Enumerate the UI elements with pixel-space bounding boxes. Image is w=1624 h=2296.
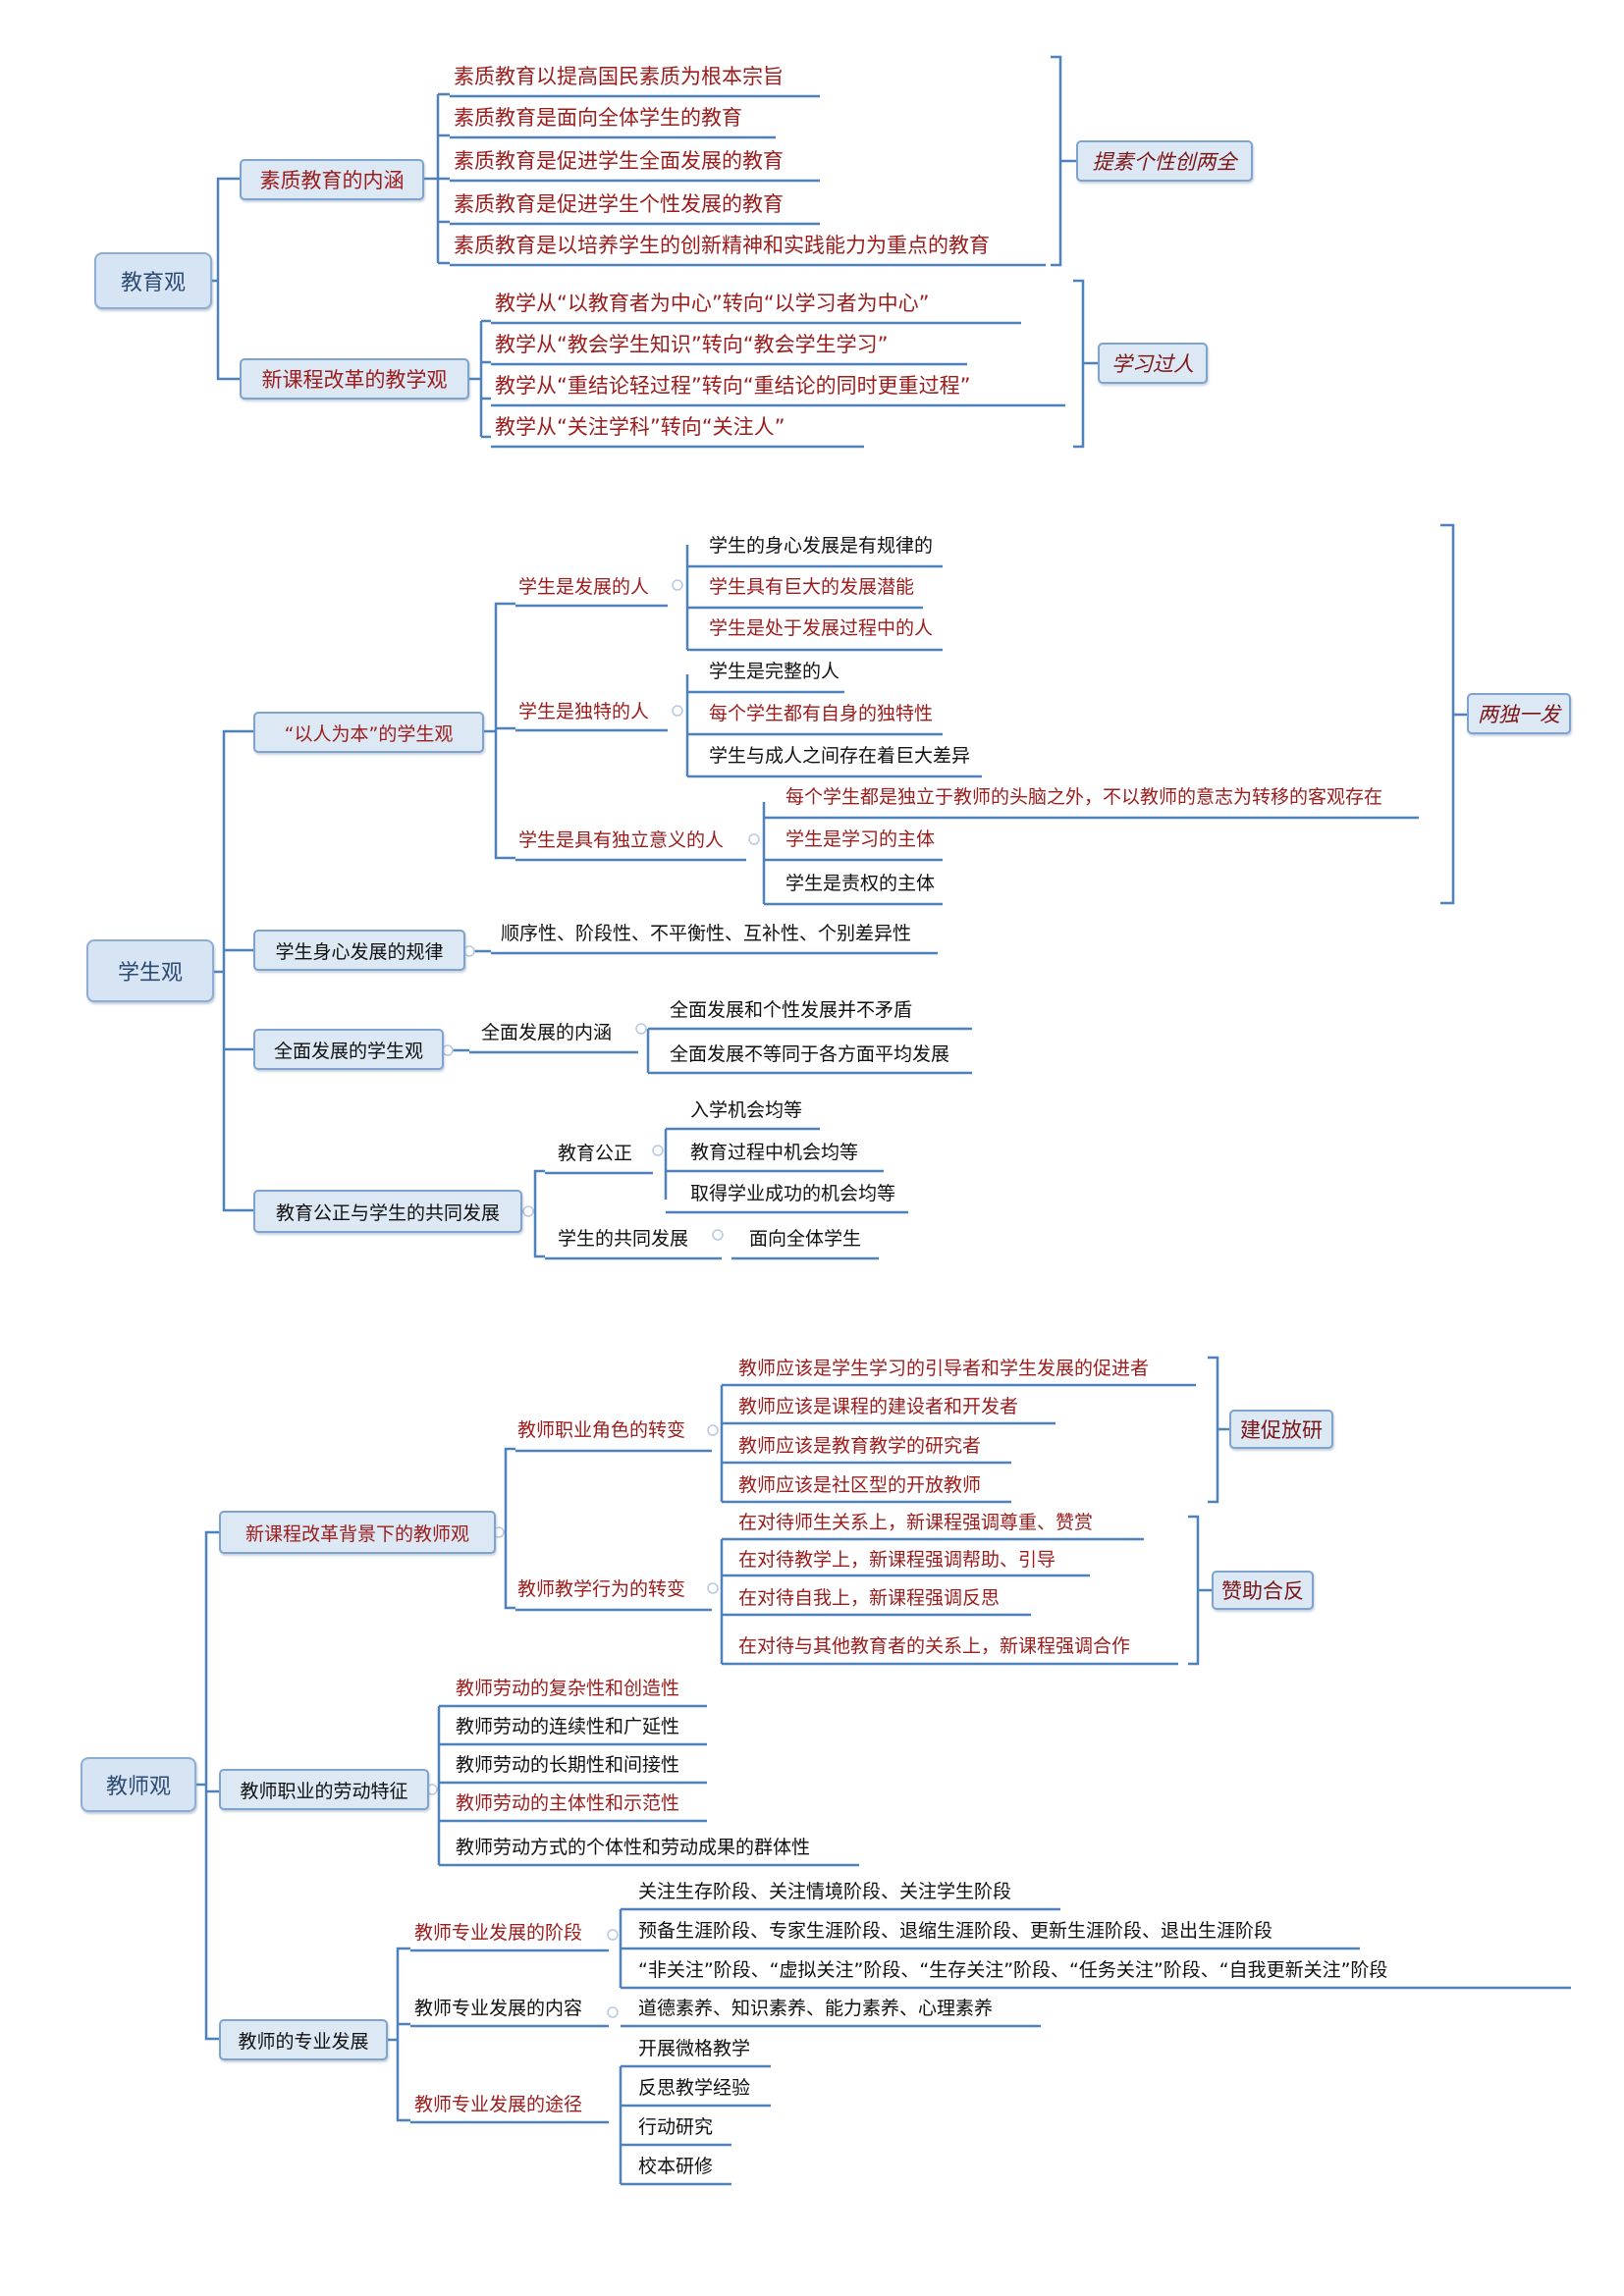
summary-tag-behavior[interactable]: 赞助合反 [1212, 1571, 1314, 1610]
leaf-stage-2: 预备生涯阶段、专家生涯阶段、退缩生涯阶段、更新生涯阶段、退出生涯阶段 [638, 1920, 1273, 1942]
sub-education-equity: 教育公正 [558, 1143, 633, 1164]
leaf-unique-3: 学生与成人之间存在着巨大差异 [709, 745, 971, 767]
leaf-unique-1: 学生是完整的人 [709, 661, 840, 682]
root-node-teacher-view[interactable]: 教师观 [81, 1757, 196, 1812]
leaf-all-round-2: 全面发展不等同于各方面平均发展 [670, 1043, 950, 1065]
leaf-teaching-1: 教学从“以教育者为中心”转向“以学习者为中心” [495, 292, 930, 315]
branch-equity-development[interactable]: 教育公正与学生的共同发展 [253, 1190, 522, 1233]
branch-new-curriculum-teacher[interactable]: 新课程改革背景下的教师观 [219, 1511, 496, 1554]
leaf-behavior-4: 在对待与其他教育者的关系上，新课程强调合作 [738, 1635, 1131, 1657]
branch-all-round-student[interactable]: 全面发展的学生观 [253, 1029, 444, 1070]
root-node-education-view[interactable]: 教育观 [94, 252, 212, 309]
summary-tag-role[interactable]: 建促放研 [1229, 1410, 1333, 1449]
group-unique-student: 学生是独特的人 [518, 701, 650, 722]
leaf-teaching-3: 教学从“重结论轻过程”转向“重结论的同时更重过程” [495, 374, 971, 398]
leaf-stage-1: 关注生存阶段、关注情境阶段、关注学生阶段 [638, 1881, 1012, 1902]
sub-development-stages: 教师专业发展的阶段 [414, 1922, 583, 1944]
leaf-teaching-4: 教学从“关注学科”转向“关注人” [495, 415, 785, 439]
leaf-common-development: 面向全体学生 [749, 1228, 862, 1250]
branch-labor-characteristics[interactable]: 教师职业的劳动特征 [219, 1769, 429, 1810]
sub-development-paths: 教师专业发展的途径 [414, 2094, 583, 2115]
sub-all-round-meaning: 全面发展的内涵 [481, 1022, 613, 1043]
summary-tag-quality[interactable]: 提素个性创两全 [1076, 140, 1253, 182]
group-independent-student: 学生是具有独立意义的人 [518, 829, 725, 851]
leaf-indep-1: 每个学生都是独立于教师的头脑之外，不以教师的意志为转移的客观存在 [785, 786, 1383, 808]
leaf-development-content: 道德素养、知识素养、能力素养、心理素养 [638, 1998, 994, 2019]
leaf-all-round-1: 全面发展和个性发展并不矛盾 [670, 999, 913, 1021]
sub-common-development: 学生的共同发展 [558, 1228, 689, 1250]
leaf-path-1: 开展微格教学 [638, 2038, 751, 2059]
sub-teaching-behavior-change: 教师教学行为的转变 [517, 1578, 686, 1600]
summary-tag-teaching[interactable]: 学习过人 [1098, 343, 1208, 384]
leaf-equity-3: 取得学业成功的机会均等 [690, 1183, 896, 1204]
leaf-path-4: 校本研修 [638, 2156, 714, 2177]
leaf-labor-1: 教师劳动的复杂性和创造性 [456, 1678, 680, 1699]
branch-professional-development[interactable]: 教师的专业发展 [219, 2019, 388, 2060]
leaf-labor-3: 教师劳动的长期性和间接性 [456, 1754, 680, 1776]
leaf-labor-2: 教师劳动的连续性和广延性 [456, 1716, 680, 1737]
leaf-equity-1: 入学机会均等 [690, 1099, 803, 1121]
leaf-dev-1: 学生的身心发展是有规律的 [709, 535, 934, 557]
leaf-quality-5: 素质教育是以培养学生的创新精神和实践能力为重点的教育 [454, 234, 990, 257]
leaf-quality-4: 素质教育是促进学生个性发展的教育 [454, 192, 784, 216]
branch-development-law[interactable]: 学生身心发展的规律 [253, 930, 465, 971]
branch-new-curriculum-teaching[interactable]: 新课程改革的教学观 [240, 358, 469, 400]
leaf-quality-2: 素质教育是面向全体学生的教育 [454, 106, 742, 130]
leaf-teaching-2: 教学从“教会学生知识”转向“教会学生学习” [495, 333, 889, 356]
leaf-path-2: 反思教学经验 [638, 2077, 751, 2099]
leaf-quality-3: 素质教育是促进学生全面发展的教育 [454, 149, 784, 173]
leaf-unique-2: 每个学生都有自身的独特性 [709, 703, 934, 724]
leaf-quality-1: 素质教育以提高国民素质为根本宗旨 [454, 65, 784, 88]
sub-development-content: 教师专业发展的内容 [414, 1998, 583, 2019]
summary-tag-student[interactable]: 两独一发 [1467, 693, 1571, 734]
branch-quality-education[interactable]: 素质教育的内涵 [240, 159, 424, 200]
leaf-development-law: 顺序性、阶段性、不平衡性、互补性、个别差异性 [501, 923, 912, 944]
leaf-equity-2: 教育过程中机会均等 [690, 1142, 859, 1163]
sub-teacher-role-change: 教师职业角色的转变 [517, 1419, 686, 1441]
leaf-role-3: 教师应该是教育教学的研究者 [738, 1435, 982, 1457]
leaf-dev-3: 学生是处于发展过程中的人 [709, 617, 934, 639]
leaf-role-2: 教师应该是课程的建设者和开发者 [738, 1396, 1019, 1417]
leaf-behavior-3: 在对待自我上，新课程强调反思 [738, 1587, 1001, 1609]
group-developing-student: 学生是发展的人 [518, 576, 650, 598]
leaf-labor-4: 教师劳动的主体性和示范性 [456, 1792, 680, 1814]
leaf-path-3: 行动研究 [638, 2116, 714, 2138]
leaf-indep-2: 学生是学习的主体 [785, 828, 936, 850]
leaf-indep-3: 学生是责权的主体 [785, 873, 936, 894]
leaf-role-4: 教师应该是社区型的开放教师 [738, 1474, 982, 1496]
leaf-dev-2: 学生具有巨大的发展潜能 [709, 576, 915, 598]
leaf-role-1: 教师应该是学生学习的引导者和学生发展的促进者 [738, 1358, 1150, 1379]
leaf-behavior-1: 在对待师生关系上，新课程强调尊重、赞赏 [738, 1512, 1094, 1533]
root-node-student-view[interactable]: 学生观 [86, 939, 214, 1002]
leaf-labor-5: 教师劳动方式的个体性和劳动成果的群体性 [456, 1837, 811, 1858]
leaf-stage-3: “非关注”阶段、“虚拟关注”阶段、“生存关注”阶段、“任务关注”阶段、“自我更新… [638, 1959, 1388, 1981]
leaf-behavior-2: 在对待教学上，新课程强调帮助、引导 [738, 1549, 1056, 1571]
branch-people-oriented[interactable]: “以人为本”的学生观 [253, 712, 484, 753]
